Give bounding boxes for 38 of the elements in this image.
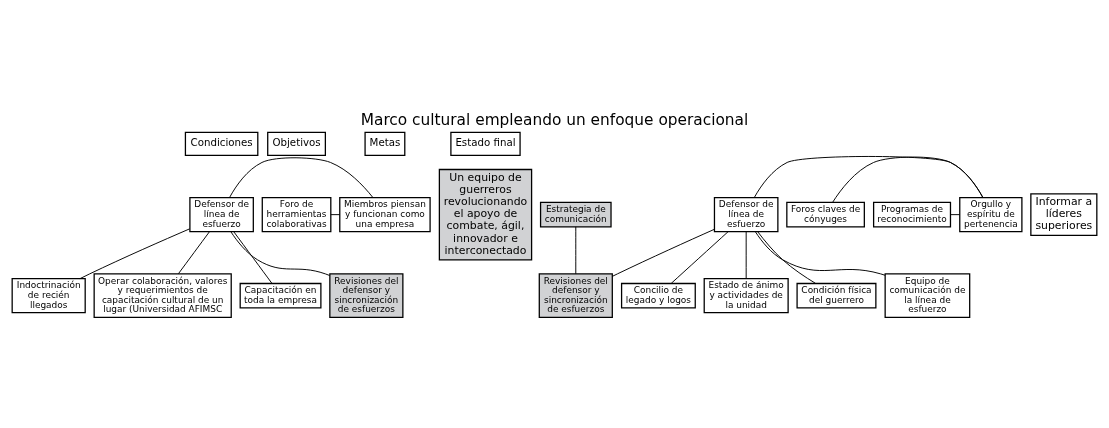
node-box: Metas [364,131,406,157]
node-box: Un equipo de guerreros revolucionando el apoyo de combate, ágil, innovador e interconectado [438,168,533,261]
connector [575,226,577,275]
node-box: Informar a líderes superiores [1030,193,1098,237]
connector [230,231,331,276]
node-box: Defensor de línea de esfuerzo [189,197,254,233]
node-box: Concilio de legado y logos [620,282,696,309]
node-box: Estrategia de comunicación [539,201,612,228]
node-box: Revisiones del defensor y sincronización de esfuerzos [538,273,613,319]
node-box: Condición física del guerrero [796,282,877,309]
connector [229,157,374,199]
connector [233,231,273,284]
connector [754,231,886,276]
node-box: Equipo de comunicación de la línea de esfuerzo [884,273,971,319]
connector [670,231,729,284]
connector [178,231,210,275]
connector [832,156,984,203]
node-box: Estado final [450,131,521,157]
node-box: Foros claves de cónyuges [786,201,865,228]
node-box: Programas de reconocimiento [873,201,952,228]
node-box: Capacitación en toda la empresa [239,282,322,309]
connector [745,231,747,279]
node-box: Miembros piensan y funcionan como una empresa [339,197,431,233]
node-box: Operar colaboración, valores y requerimientos de capacitación cultural de un lugar (Universidad AFIMSC [93,273,232,319]
connector [611,228,715,277]
node-box: Orgullo y espíritu de pertenencia [959,197,1023,233]
diagram-title: Marco cultural empleando un enfoque operacional [360,111,749,130]
connector [79,228,191,280]
node-box: Indoctrinación de recién llegados [11,278,86,314]
node-box: Objetivos [267,131,326,157]
node-box: Foro de herramientas colaborativas [261,197,332,233]
connector [950,214,961,216]
node-box: Defensor de línea de esfuerzo [713,197,779,233]
connector [757,231,816,284]
node-box: Condiciones [184,131,259,157]
node-box: Revisiones del defensor y sincronización de esfuerzos [329,273,404,319]
node-box: Estado de ánimo y actividades de la unidad [703,278,789,314]
connector [330,214,341,216]
